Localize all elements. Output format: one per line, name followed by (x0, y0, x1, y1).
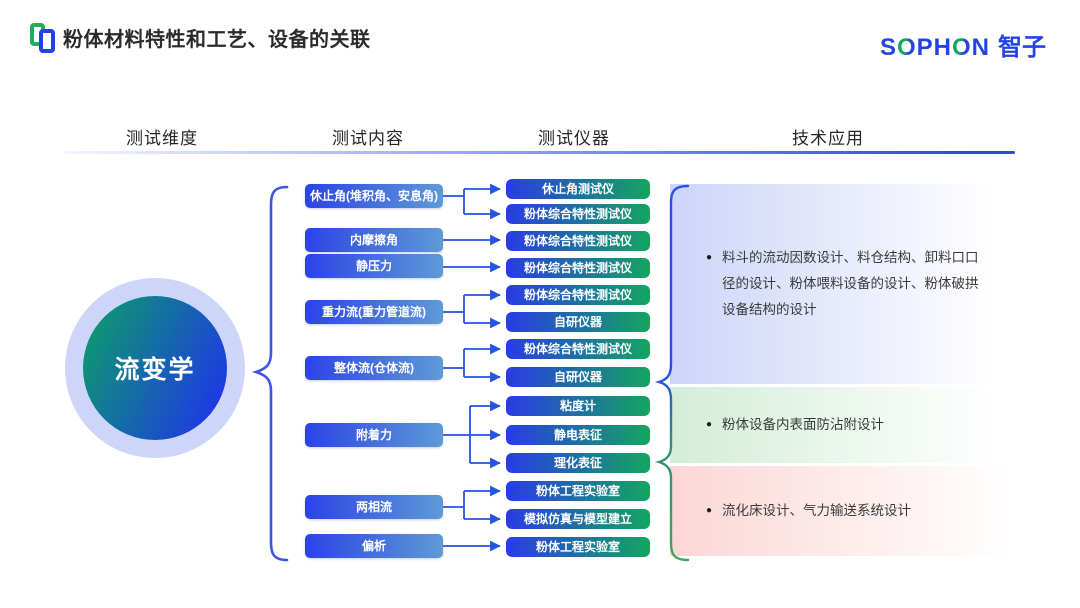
bullet-icon: ● (706, 419, 713, 430)
instrument-node: 休止角测试仪 (506, 179, 650, 199)
instrument-node: 粉体综合特性测试仪 (506, 285, 650, 305)
content-node-static-pressure: 静压力 (305, 254, 443, 278)
header-divider (65, 151, 1015, 154)
instrument-node: 粉体综合特性测试仪 (506, 204, 650, 224)
instrument-node: 自研仪器 (506, 312, 650, 332)
instrument-node: 模拟仿真与模型建立 (506, 509, 650, 529)
content-node-angle-of-repose: 休止角(堆积角、安息角) (305, 184, 443, 208)
dimension-brace (251, 185, 289, 562)
application-panel-fluidized-bed: ● 流化床设计、气力输送系统设计 (670, 466, 1008, 556)
column-header-content: 测试内容 (332, 129, 404, 148)
instrument-node: 自研仪器 (506, 367, 650, 387)
dimension-circle: 流变学 (83, 296, 227, 440)
bullet-icon: ● (706, 505, 713, 516)
application-panel-hopper-design: ● 料斗的流动因数设计、料仓结构、卸料口口径的设计、粉体喂料设备的设计、粉体破拱… (670, 184, 1008, 384)
content-node-mass-flow: 整体流(仓体流) (305, 356, 443, 380)
column-header-application: 技术应用 (792, 129, 864, 148)
instrument-node: 粉体工程实验室 (506, 481, 650, 501)
instrument-node: 粉体工程实验室 (506, 537, 650, 557)
content-node-gravity-flow: 重力流(重力管道流) (305, 300, 443, 324)
logo-cn: 智子 (998, 34, 1046, 61)
bullet-icon: ● (706, 252, 713, 263)
logo-wordmark: SOPHON (879, 34, 990, 61)
instrument-node: 静电表征 (506, 425, 650, 445)
dimension-label: 流变学 (114, 356, 196, 384)
column-header-instrument: 测试仪器 (538, 129, 610, 148)
content-node-segregation: 偏析 (305, 534, 443, 558)
application-text: 流化床设计、气力输送系统设计 (722, 503, 912, 518)
instrument-node: 粉体综合特性测试仪 (506, 258, 650, 278)
application-panel-anti-adhesion: ● 粉体设备内表面防沾附设计 (670, 387, 1008, 463)
column-header-dimension: 测试维度 (126, 129, 198, 148)
brand-bracket-icon (30, 22, 55, 53)
application-text: 料斗的流动因数设计、料仓结构、卸料口口径的设计、粉体喂料设备的设计、粉体破拱设备… (722, 250, 979, 317)
content-node-internal-friction: 内摩擦角 (305, 228, 443, 252)
sophon-logo: SOPHON 智子 (880, 27, 1046, 62)
application-text: 粉体设备内表面防沾附设计 (722, 417, 885, 432)
instrument-node: 粉体综合特性测试仪 (506, 339, 650, 359)
instrument-node: 粘度计 (506, 396, 650, 416)
page-title: 粉体材料特性和工艺、设备的关联 (63, 29, 371, 51)
instrument-node: 理化表征 (506, 453, 650, 473)
arrows (443, 183, 501, 552)
header: 粉体材料特性和工艺、设备的关联 (30, 22, 371, 53)
content-node-two-phase-flow: 两相流 (305, 495, 443, 519)
content-node-adhesion: 附着力 (305, 423, 443, 447)
instrument-node: 粉体综合特性测试仪 (506, 231, 650, 251)
